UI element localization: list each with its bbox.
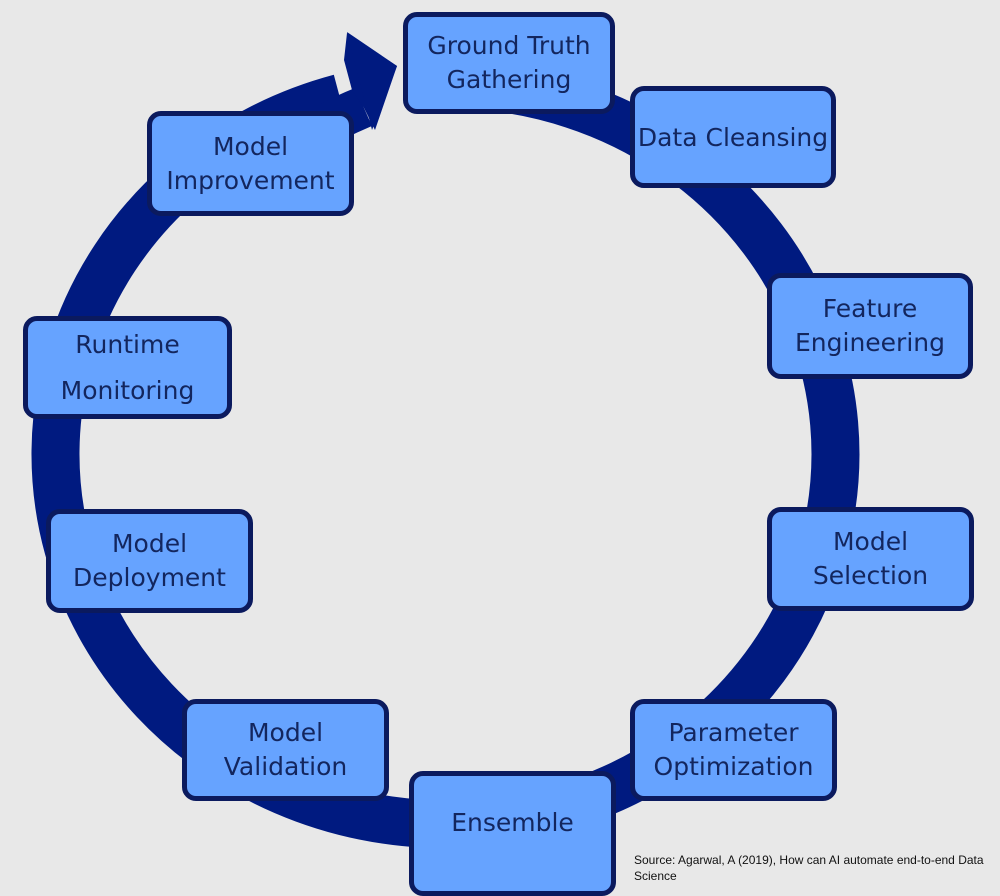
arrow-head-tip xyxy=(347,32,397,130)
stage-model-improvement[interactable]: Model Improvement xyxy=(147,111,354,216)
stage-label: Model Selection xyxy=(812,527,929,590)
stage-model-selection[interactable]: Model Selection xyxy=(767,507,974,611)
stage-label: Ground Truth Gathering xyxy=(427,31,591,94)
stage-label: Ensemble xyxy=(451,808,574,837)
stage-feature-engineering[interactable]: Feature Engineering xyxy=(767,273,973,379)
stage-label: Parameter Optimization xyxy=(653,718,814,781)
stage-model-deployment[interactable]: Model Deployment xyxy=(46,509,253,613)
source-citation: Source: Agarwal, A (2019), How can AI au… xyxy=(634,853,984,883)
stage-label: Model Deployment xyxy=(73,529,226,592)
stage-data-cleansing[interactable]: Data Cleansing xyxy=(630,86,836,188)
stage-model-validation[interactable]: Model Validation xyxy=(182,699,389,801)
stage-runtime-monitoring[interactable]: Runtime Monitoring xyxy=(23,316,232,419)
stage-parameter-optimization[interactable]: Parameter Optimization xyxy=(630,699,837,801)
stage-label: Runtime Monitoring xyxy=(60,329,195,405)
stage-label: Feature Engineering xyxy=(795,294,945,357)
stage-label: Model Validation xyxy=(223,718,348,781)
stage-label: Model Improvement xyxy=(166,131,335,195)
stage-label: Data Cleansing xyxy=(637,123,829,152)
stage-ensemble[interactable]: Ensemble xyxy=(409,771,616,896)
stage-ground-truth-gathering[interactable]: Ground Truth Gathering xyxy=(403,12,615,114)
